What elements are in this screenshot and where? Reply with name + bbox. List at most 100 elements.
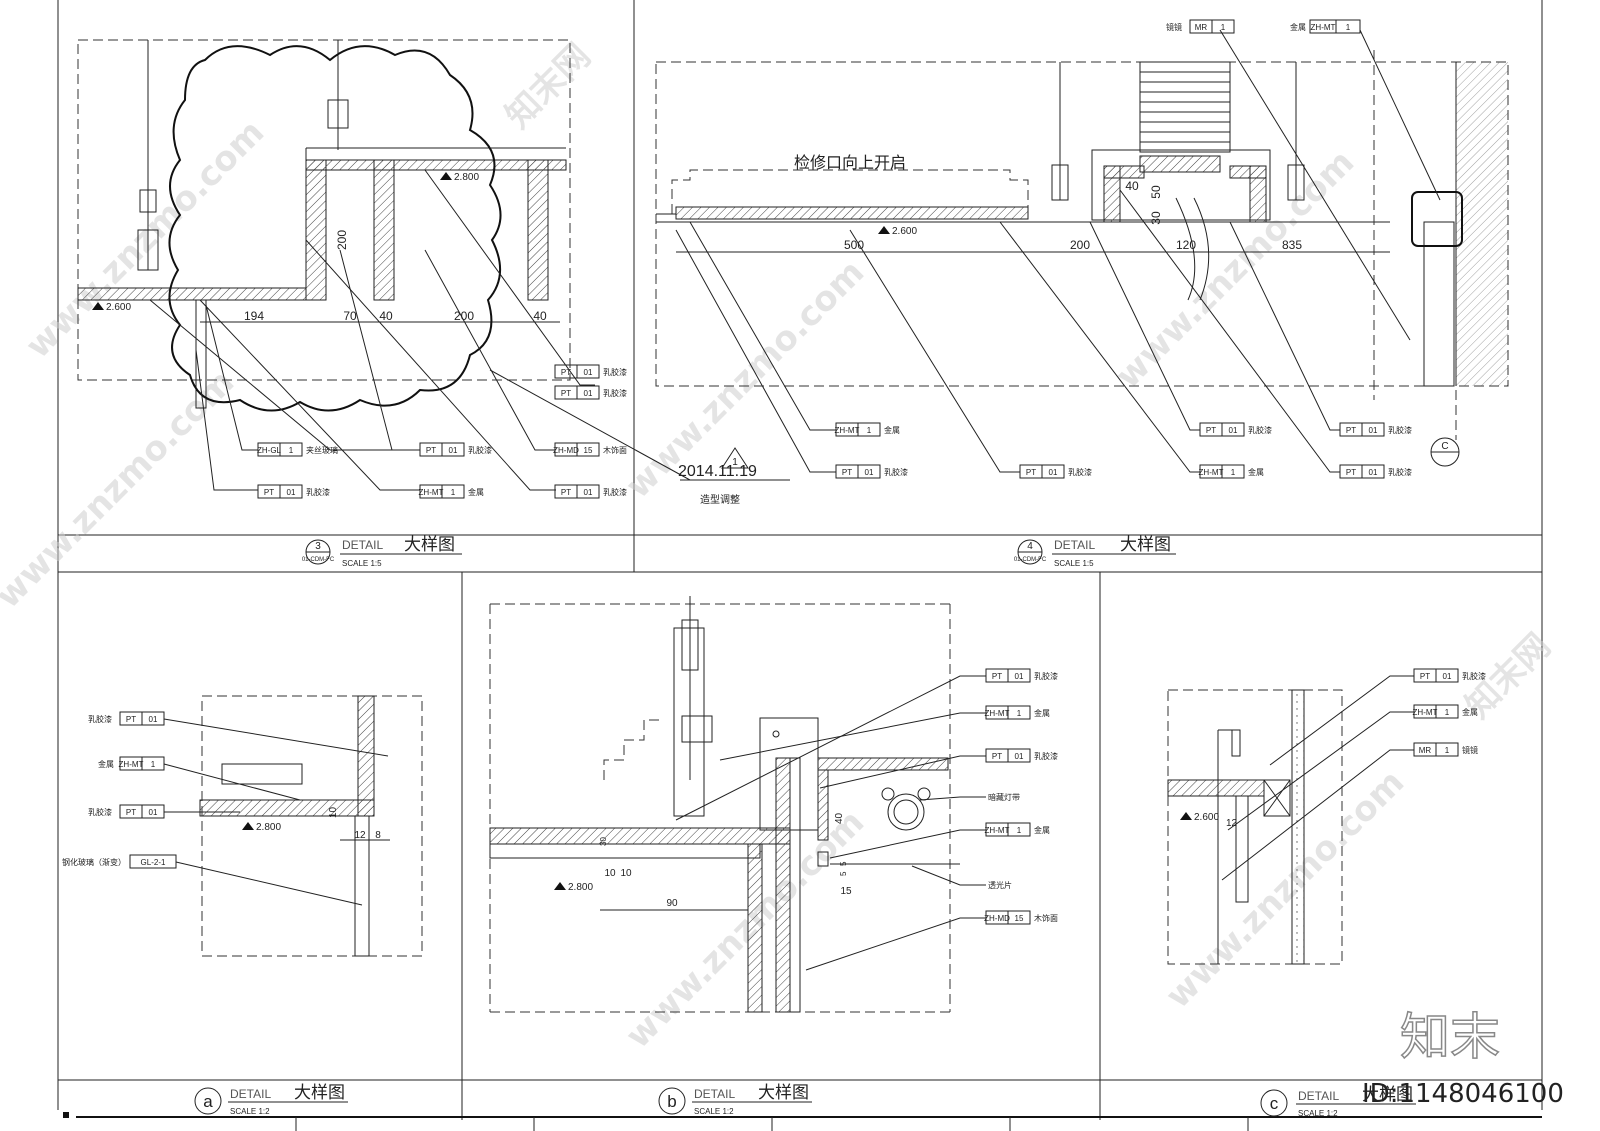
detail-title: 大样图: [758, 1083, 809, 1102]
svg-text:钢化玻璃（渐变）: 钢化玻璃（渐变）: [62, 857, 126, 867]
material-tag: PT 01 乳胶漆: [985, 668, 1058, 683]
dimension-label: 10: [604, 868, 616, 879]
elevation-marker: [554, 882, 566, 890]
svg-text:乳胶漆: 乳胶漆: [1248, 425, 1272, 435]
detail-title: 大样图: [404, 535, 455, 554]
svg-text:夹丝玻璃: 夹丝玻璃: [306, 445, 338, 455]
dimension-label: 200: [335, 230, 349, 250]
svg-text:乳胶漆: 乳胶漆: [1068, 467, 1092, 477]
detail-label: DETAIL: [1054, 538, 1095, 552]
svg-text:1: 1: [867, 426, 872, 435]
svg-text:PT: PT: [561, 389, 571, 398]
detail-label: DETAIL: [694, 1087, 735, 1101]
svg-text:01: 01: [1229, 426, 1238, 435]
svg-text:乳胶漆: 乳胶漆: [1034, 751, 1058, 761]
svg-text:ZH-MD: ZH-MD: [984, 914, 1010, 923]
svg-text:PT: PT: [992, 752, 1002, 761]
svg-text:01: 01: [1369, 468, 1378, 477]
material-tag: ZH-MD 15 木饰面: [553, 442, 627, 457]
svg-text:ZH-MT: ZH-MT: [419, 488, 444, 497]
svg-text:乳胶漆: 乳胶漆: [468, 445, 492, 455]
svg-text:01: 01: [584, 389, 593, 398]
svg-text:1: 1: [1017, 709, 1022, 718]
svg-text:MR: MR: [1195, 23, 1208, 32]
svg-text:15: 15: [1015, 914, 1024, 923]
dimension-label: 12: [1226, 818, 1238, 829]
dimension-label: 40: [533, 309, 547, 323]
material-tag: PT 01 乳胶漆: [835, 464, 908, 479]
image-id: ID:1148046100: [1362, 1079, 1564, 1109]
svg-text:1: 1: [1221, 23, 1226, 32]
detail-title: 大样图: [1362, 1085, 1413, 1104]
dimension-label: 10: [328, 806, 339, 818]
material-tag: ZH-MT 1 金属: [1199, 464, 1264, 479]
ceiling-board: [77, 287, 307, 301]
svg-text:01: 01: [1443, 672, 1452, 681]
material-tag: MR 1 镜镜: [1413, 742, 1478, 757]
svg-text:MR: MR: [1419, 746, 1432, 755]
detail-number: 3: [315, 541, 321, 552]
detail-title: 大样图: [294, 1083, 345, 1102]
detail-scale: SCALE 1:2: [694, 1107, 734, 1116]
svg-text:01: 01: [149, 715, 158, 724]
dimension-label: 194: [244, 309, 264, 323]
svg-text:1: 1: [1346, 23, 1351, 32]
svg-text:PT: PT: [126, 808, 136, 817]
svg-text:ZH-MD: ZH-MD: [553, 446, 579, 455]
elevation-marker: [440, 172, 452, 180]
svg-text:01: 01: [1015, 752, 1024, 761]
material-tag: 钢化玻璃（渐变） GL-2-1: [62, 854, 177, 869]
svg-text:1: 1: [151, 760, 156, 769]
svg-text:PT: PT: [1026, 468, 1036, 477]
dimension-label: 8: [375, 830, 381, 841]
material-tag: PT 01 乳胶漆: [1339, 422, 1412, 437]
detail-c-extent: [1167, 689, 1343, 965]
elevation-label: 2.600: [106, 302, 131, 313]
elevation-marker: [1180, 812, 1192, 820]
dimension-label: 5: [839, 861, 848, 866]
material-tag: PT 01 乳胶漆: [554, 385, 627, 400]
svg-text:木饰面: 木饰面: [1034, 913, 1058, 923]
svg-text:PT: PT: [1346, 426, 1356, 435]
svg-text:01: 01: [584, 488, 593, 497]
elevation-marker: [242, 822, 254, 830]
svg-text:01: 01: [865, 468, 874, 477]
material-tag: ZH-MT 1 金属: [835, 422, 900, 437]
material-tag: ZH-MD 15 木饰面: [984, 910, 1058, 925]
detail-3-extent: [77, 39, 571, 381]
detail-label: DETAIL: [1298, 1089, 1339, 1103]
svg-text:ZH-GL: ZH-GL: [257, 446, 282, 455]
svg-text:ZH-MT: ZH-MT: [985, 709, 1010, 718]
svg-text:ZH-MT: ZH-MT: [1199, 468, 1224, 477]
svg-text:乳胶漆: 乳胶漆: [1388, 467, 1412, 477]
dimension-label: 70: [343, 309, 357, 323]
sheet-ref: 01-CDM-FC: [1014, 557, 1047, 563]
dimension-label: 5: [839, 871, 848, 876]
detail-4: 检修口向上开启: [655, 29, 1509, 473]
svg-text:乳胶漆: 乳胶漆: [88, 714, 112, 724]
svg-text:PT: PT: [992, 672, 1002, 681]
svg-text:01: 01: [1015, 672, 1024, 681]
material-tag: PT 01 乳胶漆: [257, 484, 330, 499]
svg-text:PT: PT: [561, 488, 571, 497]
detail-3: 194 70 40 200 40 200 2.600 2.800 2014.11…: [77, 39, 790, 506]
detail-a-extent: [201, 695, 423, 957]
svg-text:01: 01: [287, 488, 296, 497]
svg-text:1: 1: [1231, 468, 1236, 477]
detail-a-tags: 乳胶漆 PT 01 金属 ZH-MT 1 乳胶漆 PT 01 钢化玻璃（渐变） …: [62, 711, 177, 869]
detail-4-title: 4 01-CDM-FC DETAIL 大样图 SCALE 1:5: [1014, 535, 1176, 568]
detail-a-title: a DETAIL 大样图 SCALE 1:2: [194, 1083, 348, 1116]
material-tag: ZH-MT 1 金属: [985, 822, 1050, 837]
material-tag: PT 01 乳胶漆: [1199, 422, 1272, 437]
light-fixture: [881, 787, 931, 831]
material-tag: ZH-MT 1 金属: [419, 484, 484, 499]
svg-text:PT: PT: [1346, 468, 1356, 477]
svg-text:1: 1: [1017, 826, 1022, 835]
air-grille: [1139, 61, 1231, 173]
detail-label: DETAIL: [230, 1087, 271, 1101]
dimension-label: 120: [1176, 238, 1196, 252]
svg-text:PT: PT: [842, 468, 852, 477]
dimension-label: 40: [1125, 179, 1139, 193]
watermark-site: www.znzmo.com: [18, 112, 272, 366]
svg-text:金属: 金属: [1034, 708, 1050, 718]
